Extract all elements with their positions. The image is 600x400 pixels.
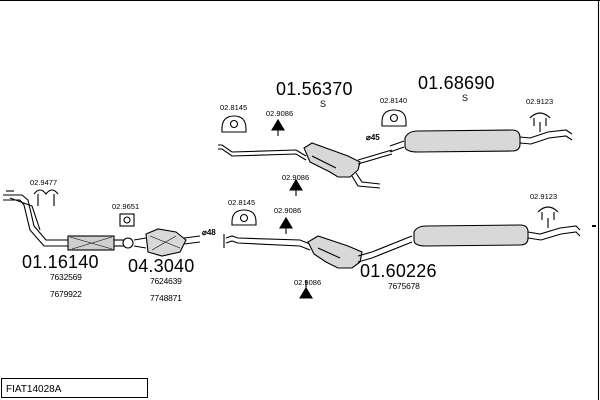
part-code-catalyst: 04.3040 — [128, 256, 195, 276]
diameter-lower: ⌀48 — [202, 228, 216, 237]
fitting-label-02-9086-lower-a: 02.9086 — [274, 206, 302, 215]
fitting-label-02-9477: 02.9477 — [30, 178, 58, 187]
bracket-icon-02-9123-upper — [529, 112, 551, 126]
diameter-upper: ⌀45 — [366, 133, 380, 142]
part-ref-rear-section-1: 7675678 — [388, 281, 420, 291]
fitting-label-02-9086-upper-a: 02.9086 — [266, 109, 294, 118]
part-tag-alt-rear: S — [462, 93, 469, 103]
diameter-lower-value: 48 — [206, 228, 216, 237]
fitting-label-02-8145-lower: 02.8145 — [228, 198, 256, 207]
gasket-icon-02-9651 — [119, 213, 135, 227]
clamp-icon-02-8145-lower — [231, 209, 257, 226]
lower-middle-silencer — [307, 235, 373, 269]
rubber-mount-icon-02-9086-upper-b — [289, 178, 303, 196]
lower-front-pipe — [3, 190, 124, 251]
clamp-icon-02-8145-upper — [221, 115, 247, 133]
part-code-rear-section: 01.60226 — [360, 261, 437, 281]
diagram-code-box: FIAT14028A — [1, 378, 148, 398]
lower-middle-pipe — [223, 234, 311, 251]
upper-middle-pipe — [218, 144, 307, 161]
lower-rear-silencer — [371, 218, 596, 259]
fitting-label-02-9086-lower-b: 02.9086 — [282, 173, 310, 182]
part-ref-front-pipe-1: 7632569 — [50, 272, 82, 282]
part-code-alt-rear: 01.68690 — [418, 73, 495, 93]
rubber-mount-icon-02-9086-lower-b — [299, 280, 313, 299]
upper-middle-silencer — [303, 142, 381, 189]
diameter-upper-value: 45 — [370, 133, 380, 142]
part-ref-catalyst-1: 7624639 — [150, 276, 182, 286]
upper-rear-silencer — [389, 122, 573, 153]
fitting-label-02-9123-lower: 02.9123 — [530, 192, 558, 201]
part-tag-alt-middle: S — [320, 99, 327, 109]
bracket-icon-02-9123-lower — [537, 206, 559, 220]
part-code-front-pipe: 01.16140 — [22, 252, 99, 272]
part-ref-catalyst-2: 7748871 — [150, 293, 182, 303]
part-ref-front-pipe-2: 7679922 — [50, 289, 82, 299]
lower-catalyst — [122, 228, 201, 257]
fitting-label-02-9651: 02.9651 — [112, 202, 140, 211]
fitting-label-02-8140: 02.8140 — [380, 96, 408, 105]
fitting-label-02-9086-lower-c: 02.9086 — [294, 278, 322, 287]
rubber-mount-icon-02-9086-upper-a — [271, 118, 285, 136]
mount-icon-02-9477 — [33, 189, 59, 206]
diagram-code: FIAT14028A — [6, 384, 62, 395]
clamp-icon-02-8140 — [381, 109, 407, 127]
fitting-label-02-8145-upper: 02.8145 — [220, 103, 248, 112]
part-code-alt-middle: 01.56370 — [276, 79, 353, 99]
rubber-mount-icon-02-9086-lower-a — [279, 216, 293, 234]
upper-connecting-pipe — [357, 149, 393, 165]
fitting-label-02-9123-upper: 02.9123 — [526, 97, 554, 106]
